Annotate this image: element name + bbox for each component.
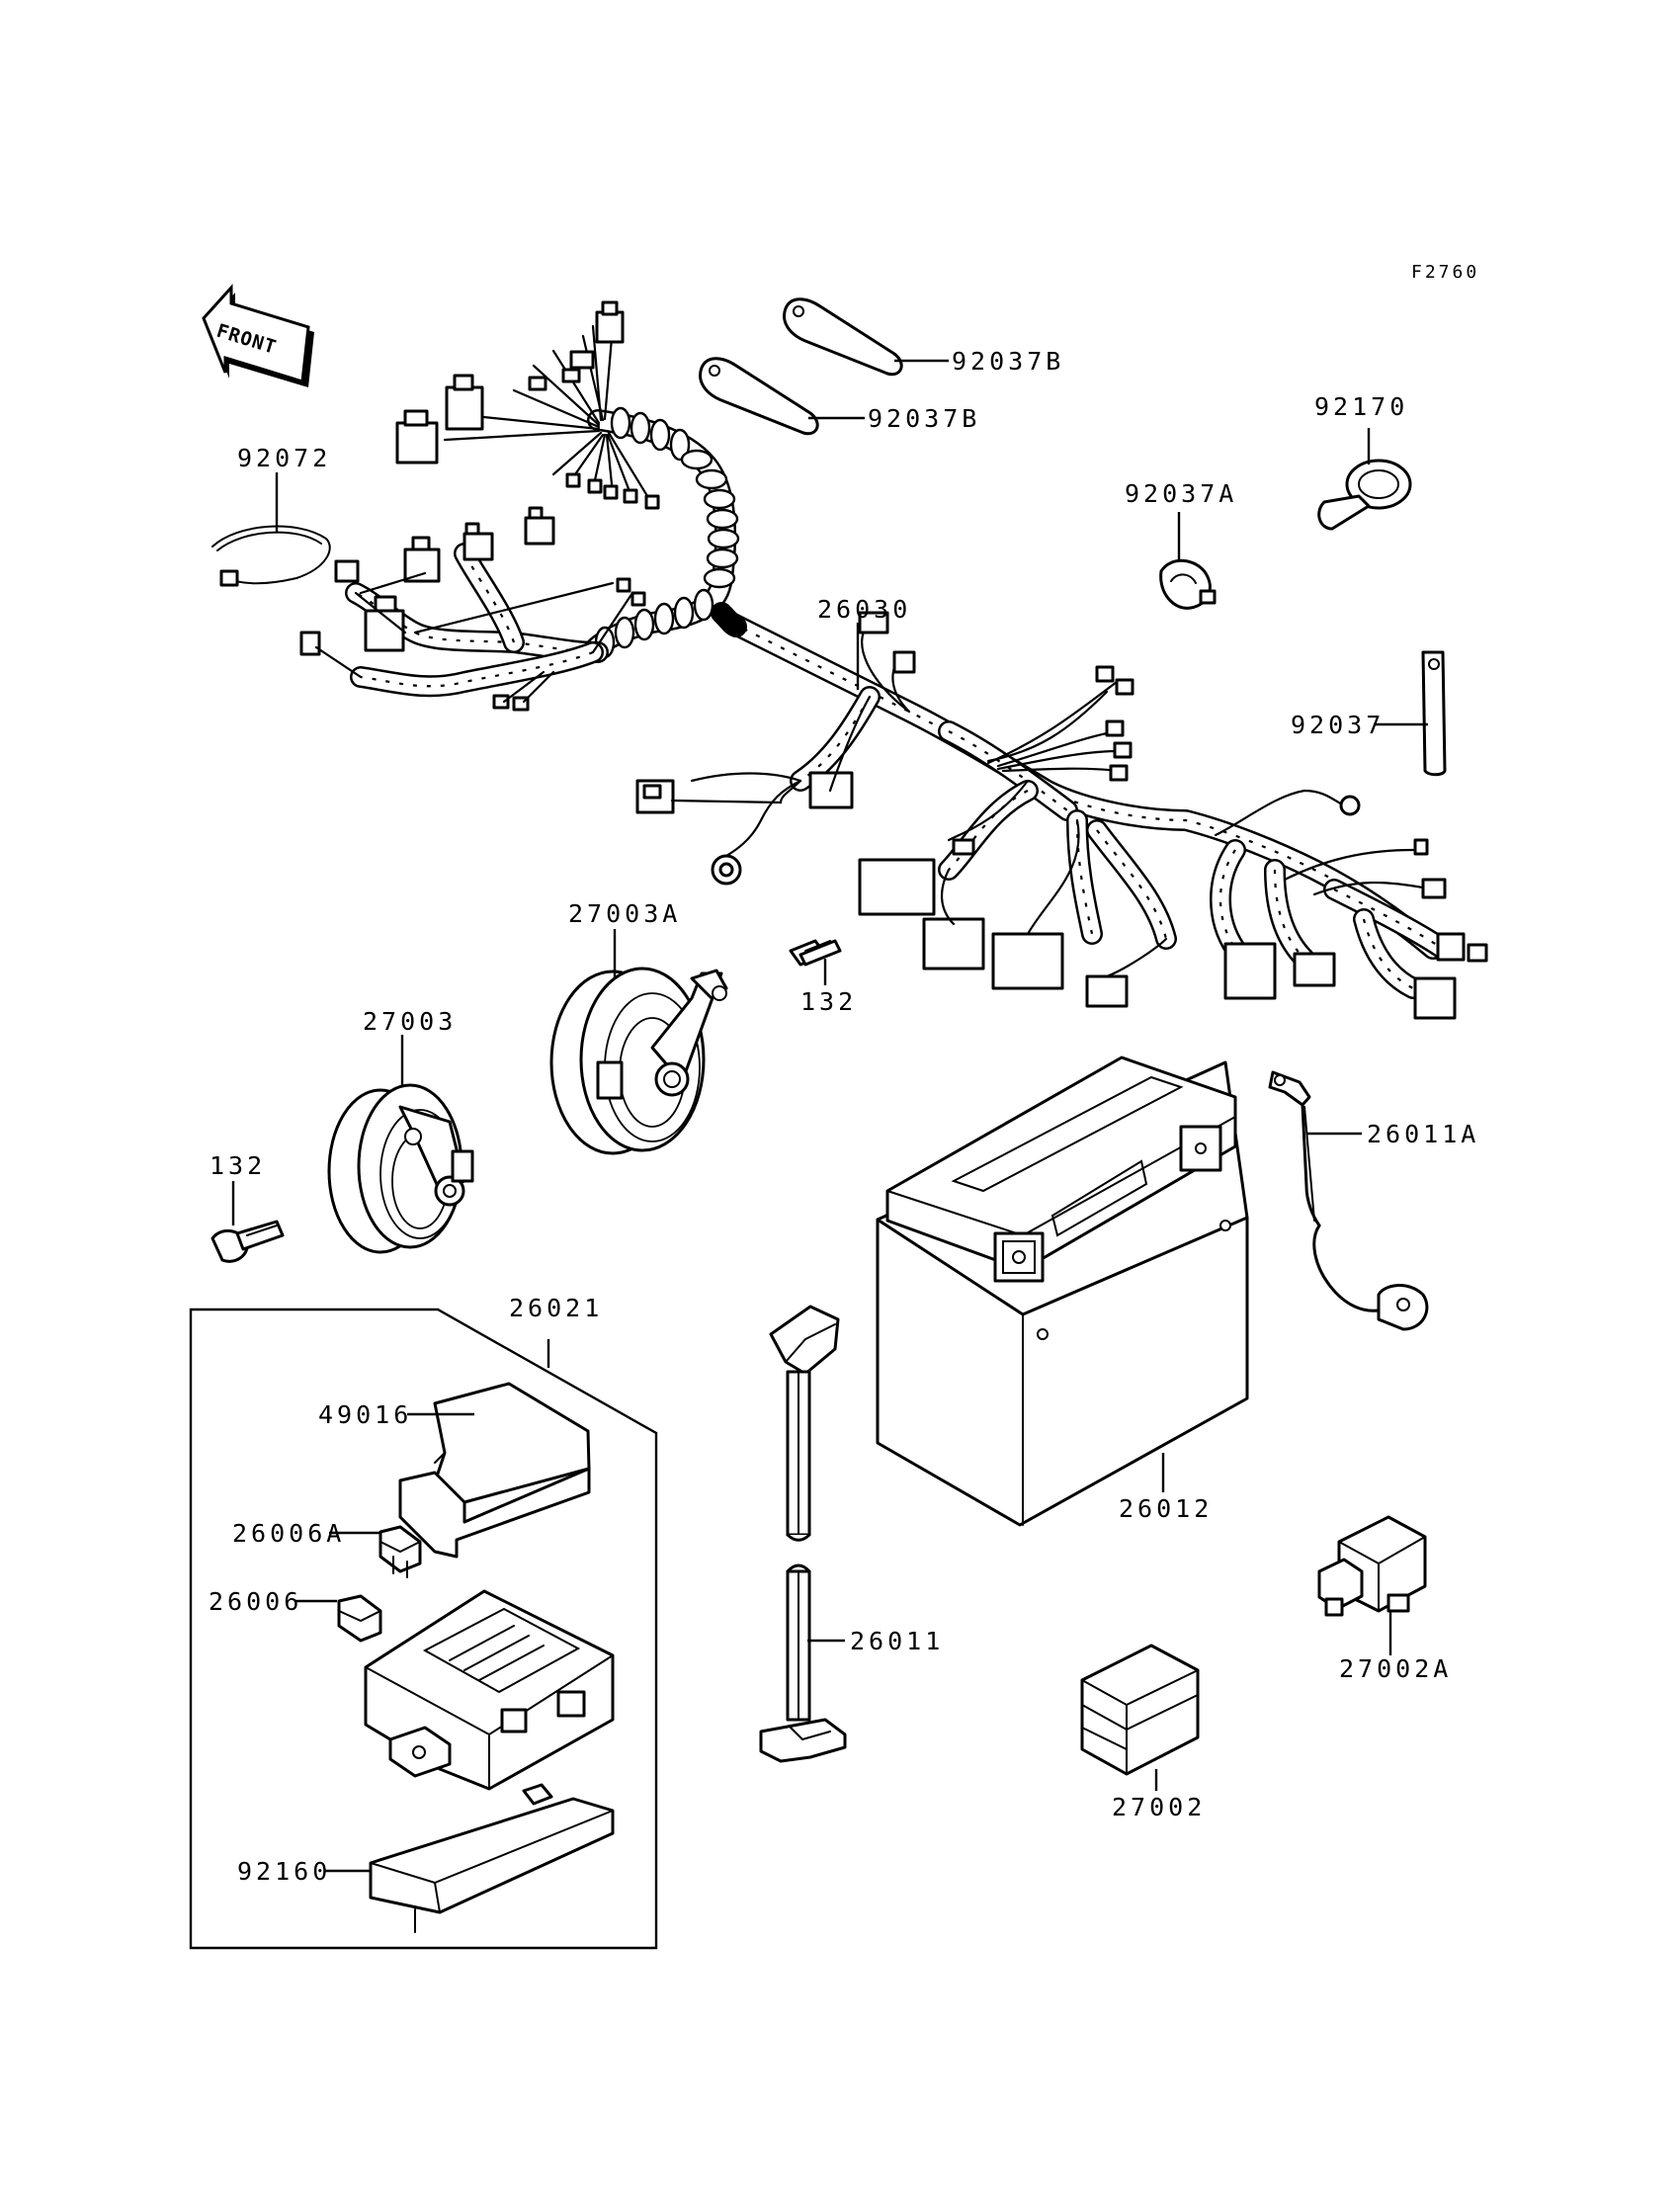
label-26011a: 26011A bbox=[1367, 1120, 1479, 1148]
label-132-upper: 132 bbox=[800, 987, 857, 1016]
label-92170: 92170 bbox=[1314, 392, 1408, 421]
strap-92037b-upper bbox=[783, 297, 903, 377]
leader-lines bbox=[231, 359, 1428, 1873]
label-92037b-lower: 92037B bbox=[868, 404, 980, 433]
cover-49016 bbox=[398, 1382, 591, 1559]
wiring-harness-26030 bbox=[299, 300, 1488, 1020]
label-92037b-upper: 92037B bbox=[952, 347, 1064, 376]
clip-92037a bbox=[1159, 558, 1217, 610]
relay-27002a bbox=[1317, 1515, 1427, 1617]
front-arrow-icon: FRONT bbox=[202, 284, 314, 387]
label-26021: 26021 bbox=[509, 1294, 603, 1322]
strap-92037b-lower bbox=[699, 357, 819, 436]
relay-27002 bbox=[1080, 1644, 1200, 1776]
label-26012: 26012 bbox=[1119, 1494, 1213, 1523]
clamp-92170 bbox=[1317, 459, 1412, 531]
label-132-lower: 132 bbox=[210, 1151, 266, 1180]
cable-tie-92072 bbox=[211, 525, 331, 587]
label-49016: 49016 bbox=[318, 1400, 412, 1429]
label-27002a: 27002A bbox=[1339, 1654, 1452, 1683]
horn-27003 bbox=[327, 1083, 474, 1254]
fuse-26006a bbox=[378, 1525, 422, 1578]
part-labels: 92037B 92037B 92170 92072 92037A 26030 9… bbox=[209, 347, 1479, 1886]
cover-92160 bbox=[369, 1783, 615, 1933]
label-26006: 26006 bbox=[209, 1587, 302, 1616]
strap-92037 bbox=[1421, 650, 1447, 777]
battery-lead-26011a bbox=[1268, 1070, 1429, 1331]
fuse-26006 bbox=[337, 1594, 382, 1643]
figure-code: F2760 bbox=[1411, 262, 1479, 283]
label-27002: 27002 bbox=[1112, 1793, 1206, 1821]
label-26030: 26030 bbox=[817, 595, 911, 624]
bolt-132-lower bbox=[210, 1220, 285, 1263]
label-27003: 27003 bbox=[363, 1007, 457, 1036]
battery-26012 bbox=[876, 1056, 1249, 1527]
label-27003a: 27003A bbox=[568, 899, 681, 928]
fuse-box-frame-26021 bbox=[189, 1308, 658, 1950]
label-92037a: 92037A bbox=[1125, 479, 1237, 508]
bolt-132-upper bbox=[789, 939, 842, 967]
label-26006a: 26006A bbox=[232, 1519, 345, 1548]
fuse-block-26021 bbox=[364, 1589, 615, 1791]
battery-lead-26011 bbox=[759, 1305, 847, 1763]
horn-27003a bbox=[549, 967, 728, 1155]
label-92037: 92037 bbox=[1291, 711, 1385, 739]
label-26011: 26011 bbox=[850, 1627, 944, 1655]
label-92160: 92160 bbox=[237, 1857, 331, 1886]
label-92072: 92072 bbox=[237, 444, 331, 472]
